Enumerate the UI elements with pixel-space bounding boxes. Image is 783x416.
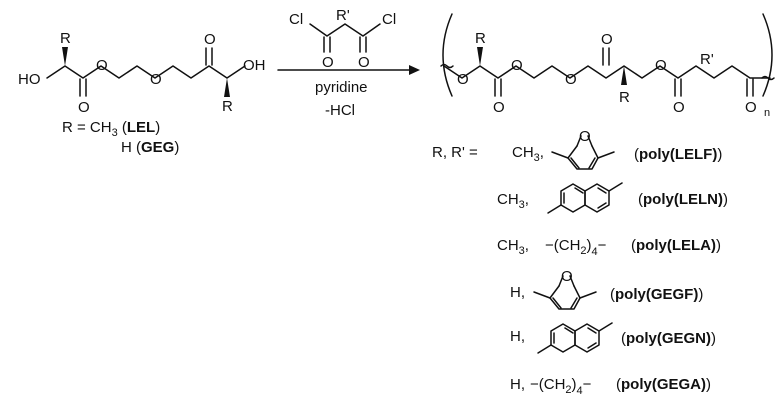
row-3-polymer-name: (poly(LELA)) xyxy=(631,237,721,254)
reactant-left-r-group: R xyxy=(60,30,71,47)
row-6-polymer-name: (poly(GEGA)) xyxy=(616,376,711,393)
row-3-butylene-linker: −(CH2)4− xyxy=(545,237,607,258)
reagent-left-carbonyl-oxygen: O xyxy=(322,54,334,71)
product-carbonyl-oxygen-3: O xyxy=(673,99,685,116)
row-2-polymer-name: (poly(LELN)) xyxy=(638,191,728,208)
row-1-polymer-name: (poly(LELF)) xyxy=(634,146,722,163)
row-4-furan-icon: O xyxy=(533,268,597,310)
product-right-stereo-wedge xyxy=(621,66,627,85)
reagent-structure: Cl R' Cl O O xyxy=(289,7,396,71)
product-left-wavy-bond xyxy=(440,63,454,69)
reactant-ester-oxygen-1: O xyxy=(96,57,108,74)
reactant-structure: R HO O O O O OH R xyxy=(18,30,266,116)
reaction-arrow xyxy=(277,65,420,75)
product-carbonyl-oxygen-2: O xyxy=(601,31,613,48)
svg-text:O: O xyxy=(561,268,573,285)
row-6-butylene-linker: −(CH2)4− xyxy=(530,376,592,397)
product-oxygen-1: O xyxy=(457,71,469,88)
reagent-right-carbonyl-oxygen: O xyxy=(358,54,370,71)
reagent-r-prime: R' xyxy=(336,7,350,24)
svg-text:O: O xyxy=(579,128,591,145)
product-oxygen-2: O xyxy=(511,57,523,74)
reactant-right-hydroxyl: OH xyxy=(243,57,266,74)
row-2-naphthalene-icon xyxy=(547,182,623,214)
product-repeat-index: n xyxy=(764,107,770,119)
reagent-base: pyridine xyxy=(315,79,368,96)
product-backbone xyxy=(443,65,771,79)
product-left-stereo-wedge xyxy=(477,47,483,66)
reactant-backbone xyxy=(46,65,246,79)
row-5-naphthalene-icon xyxy=(537,322,613,354)
arrow-head xyxy=(409,65,420,75)
row-2-r-group: CH3, xyxy=(497,191,529,211)
reactant-legend-geg: H (GEG) xyxy=(121,139,179,156)
reactant-ester-oxygen-2: O xyxy=(150,71,162,88)
product-r-prime: R' xyxy=(700,51,714,68)
reagent-right-chlorine: Cl xyxy=(382,11,396,28)
reactant-right-stereo-wedge xyxy=(224,78,230,97)
reagent-byproduct: -HCl xyxy=(325,102,355,119)
row-3-r-group: CH3, xyxy=(497,237,529,257)
reagent-left-chlorine: Cl xyxy=(289,11,303,28)
row-5-r-group: H, xyxy=(510,328,525,345)
row-1-furan-icon: O xyxy=(551,128,615,170)
reactant-right-carbonyl-oxygen: O xyxy=(204,31,216,48)
reactant-left-hydroxyl: HO xyxy=(18,71,41,88)
row-1-r-group: CH3, xyxy=(512,144,544,164)
product-carbonyl-oxygen-4: O xyxy=(745,99,757,116)
reactant-left-carbonyl-oxygen: O xyxy=(78,99,90,116)
product-oxygen-3: O xyxy=(565,71,577,88)
product-right-r-group: R xyxy=(619,89,630,106)
reagent-backbone xyxy=(309,23,381,37)
row-5-polymer-name: (poly(GEGN)) xyxy=(621,330,716,347)
product-oxygen-4: O xyxy=(655,57,667,74)
product-right-bracket xyxy=(762,13,773,97)
row-6-r-group: H, xyxy=(510,376,525,393)
row-4-polymer-name: (poly(GEGF)) xyxy=(610,286,703,303)
product-left-bracket xyxy=(442,13,453,97)
reactant-legend-lel: R = CH3 (LEL) xyxy=(62,119,160,139)
substituent-lead: R, R' = xyxy=(432,144,478,161)
product-carbonyl-oxygen-1: O xyxy=(493,99,505,116)
product-structure: R O O O O O R O O R' O n xyxy=(440,13,775,119)
product-left-r-group: R xyxy=(475,30,486,47)
row-4-r-group: H, xyxy=(510,284,525,301)
reactant-right-r-group: R xyxy=(222,98,233,115)
reactant-left-stereo-wedge xyxy=(62,47,68,66)
